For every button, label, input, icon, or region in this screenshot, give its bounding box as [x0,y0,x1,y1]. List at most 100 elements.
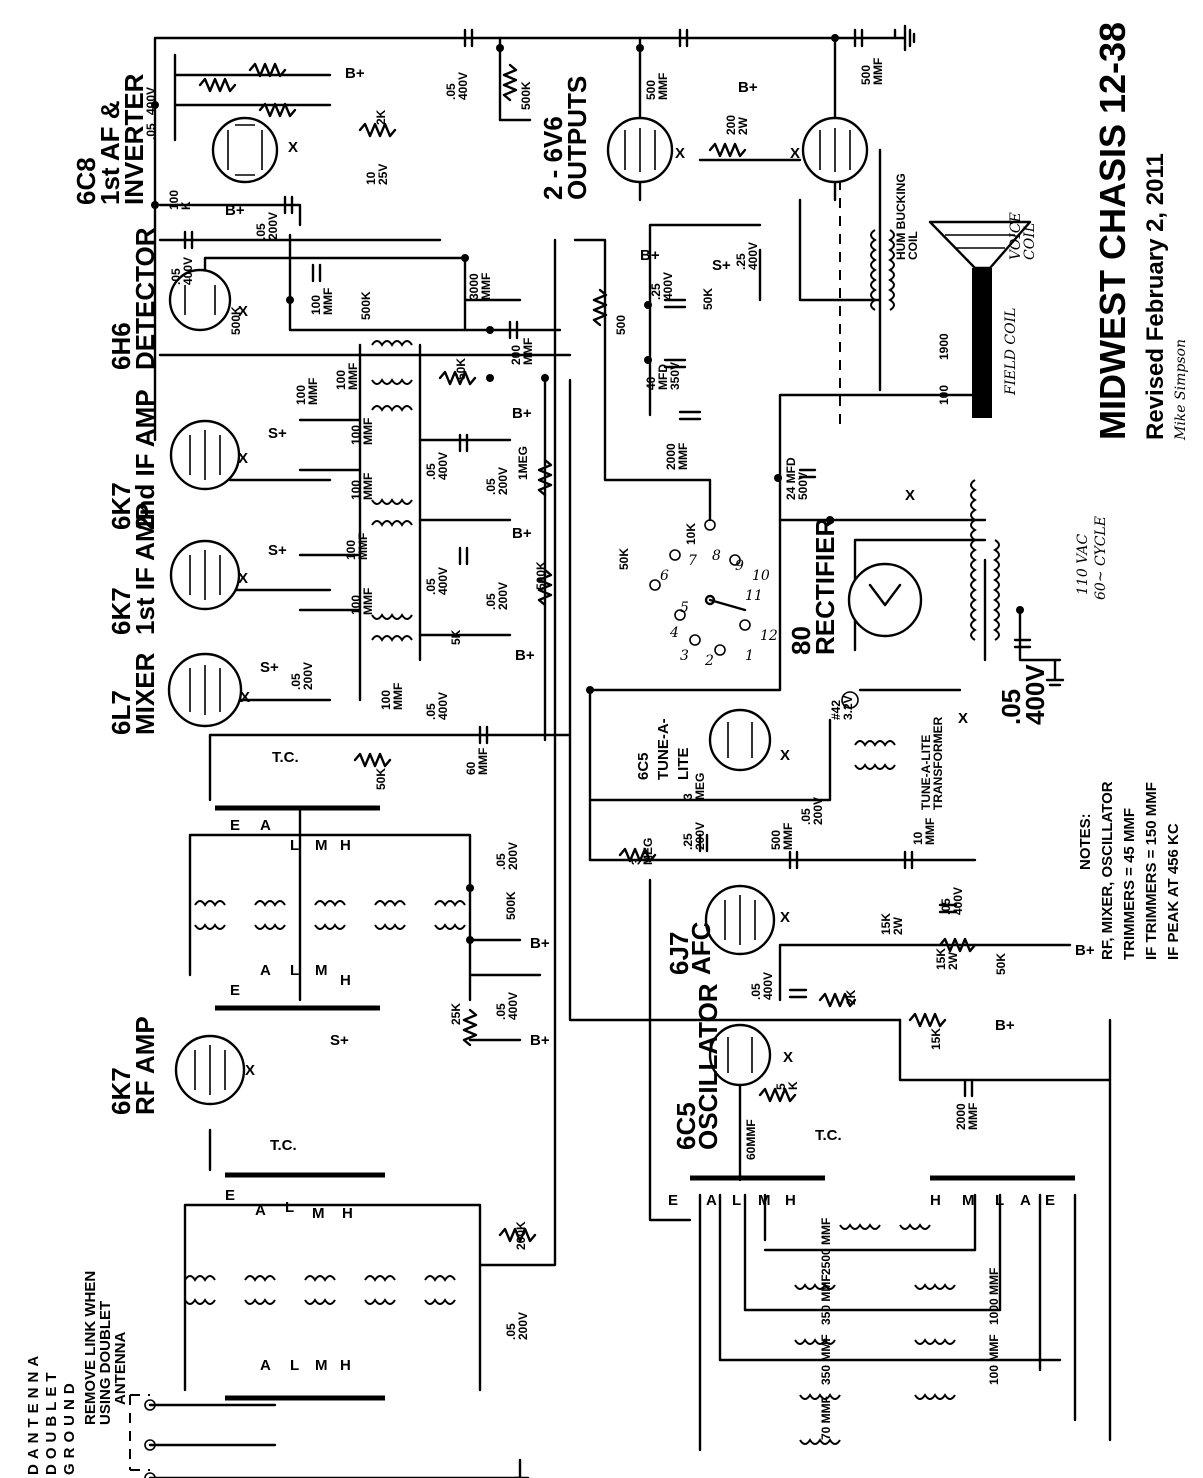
svg-text:24 MFD: 24 MFD [784,457,798,500]
svg-text:X: X [238,303,248,320]
author-signature: Mike Simpson [1173,339,1189,441]
svg-text:110 VAC: 110 VAC [1075,534,1091,595]
svg-text:DETECTOR: DETECTOR [130,227,160,370]
svg-text:3000: 3000 [467,273,481,300]
dial-bars [215,805,1075,1401]
svg-text:MEG: MEG [693,773,707,800]
svg-text:M: M [312,1205,325,1222]
band-switch [649,519,751,656]
svg-text:X: X [240,689,250,706]
svg-text:80: 80 [786,626,816,655]
svg-text:M: M [315,837,328,854]
svg-text:400V: 400V [456,72,470,100]
svg-text:MMF: MMF [923,818,937,845]
svg-text:400V: 400V [144,87,158,115]
svg-text:.05: .05 [424,578,438,595]
svg-text:500: 500 [614,315,628,335]
svg-text:L: L [732,1192,741,1209]
svg-text:5: 5 [680,600,689,616]
svg-text:K: K [179,201,193,210]
svg-text:2: 2 [704,653,714,669]
svg-text:500K: 500K [504,891,518,920]
svg-text:USING DOUBLET: USING DOUBLET [97,1301,114,1425]
svg-text:500: 500 [859,65,873,85]
svg-text:A: A [1020,1192,1031,1209]
svg-text:400V: 400V [436,692,450,720]
svg-text:2W: 2W [946,951,960,970]
svg-text:2000: 2000 [954,1103,968,1130]
antenna-terminal-labels: DANTENNA DOUBLET GROUND [25,1351,78,1475]
svg-text:40: 40 [644,376,658,390]
svg-text:L: L [285,1199,294,1216]
wiring [148,36,1112,1478]
svg-text:200V: 200V [496,467,510,495]
svg-text:8: 8 [712,548,721,564]
svg-text:TRANSFORMER: TRANSFORMER [931,716,945,810]
svg-text:10K: 10K [684,523,698,545]
svg-text:B+: B+ [995,1017,1015,1034]
oscillator-coils [794,1223,956,1445]
svg-text:400V: 400V [1020,664,1050,725]
svg-text:3: 3 [629,858,643,865]
tube-6k7-if2 [169,419,241,491]
svg-text:REMOVE LINK WHEN: REMOVE LINK WHEN [82,1271,99,1425]
svg-text:MMF: MMF [391,683,405,710]
svg-text:M: M [315,962,328,979]
svg-text:.05: .05 [424,703,438,720]
svg-text:A: A [260,1357,271,1374]
svg-text:10: 10 [911,831,925,845]
svg-text:M: M [315,1357,328,1374]
label-80: 80 RECTIFIER [786,518,840,655]
svg-text:6H6: 6H6 [106,322,136,370]
svg-text:.05: .05 [444,83,458,100]
svg-text:OUTPUTS: OUTPUTS [562,76,592,200]
svg-text:500V: 500V [796,472,810,500]
svg-text:400V: 400V [761,972,775,1000]
svg-text:2000: 2000 [664,443,678,470]
tube-6c5-oscillator [708,1023,772,1087]
svg-text:1: 1 [745,648,754,664]
svg-text:MMF: MMF [346,363,360,390]
svg-text:350 MMF: 350 MMF [819,1274,833,1325]
svg-text:5K: 5K [449,629,463,645]
svg-text:100: 100 [334,370,348,390]
svg-text:IF TRIMMERS = 150 MMF: IF TRIMMERS = 150 MMF [1143,782,1160,960]
svg-text:COIL: COIL [1022,223,1038,260]
svg-text:.05: .05 [939,898,953,915]
svg-text:1900: 1900 [937,333,951,360]
svg-text:L: L [290,962,299,979]
svg-text:6: 6 [660,568,669,584]
svg-text:100: 100 [167,190,181,210]
svg-text:3: 3 [680,648,689,664]
svg-text:X: X [783,1049,793,1066]
svg-text:MMF: MMF [676,443,690,470]
svg-text:200V: 200V [516,1312,530,1340]
svg-text:MEG: MEG [641,838,655,865]
svg-text:MMF: MMF [871,58,885,85]
svg-text:H: H [340,837,351,854]
svg-text:.05: .05 [484,478,498,495]
svg-text:E: E [230,982,240,999]
svg-text:200V: 200V [506,842,520,870]
svg-text:MFD: MFD [656,364,670,390]
svg-text:.25: .25 [734,253,748,270]
svg-text:500: 500 [644,80,658,100]
tube-6h6 [168,268,232,332]
svg-text:A: A [260,817,271,834]
svg-text:200V: 200V [693,822,707,850]
svg-text:2W: 2W [891,916,905,935]
svg-text:2500 MMF: 2500 MMF [819,1218,833,1275]
svg-text:LITE: LITE [675,748,692,781]
svg-text:RF AMP: RF AMP [130,1016,160,1115]
svg-text:S+: S+ [712,257,731,274]
svg-text:500K: 500K [519,81,533,110]
svg-text:MMF: MMF [361,588,375,615]
svg-text:2 - 6V6: 2 - 6V6 [538,116,568,200]
svg-text:400V: 400V [181,257,195,285]
svg-text:MMF: MMF [521,338,535,365]
svg-text:#42: #42 [829,700,843,720]
svg-text:60~ CYCLE: 60~ CYCLE [1093,516,1109,600]
supply-symbols: B+ B+ B+ B+ B+ B+ B+ B+ B+ B+ B+ S+ S+ S… [225,65,1095,1154]
svg-text:100: 100 [349,425,363,445]
svg-text:OSCILLATOR: OSCILLATOR [693,983,723,1150]
